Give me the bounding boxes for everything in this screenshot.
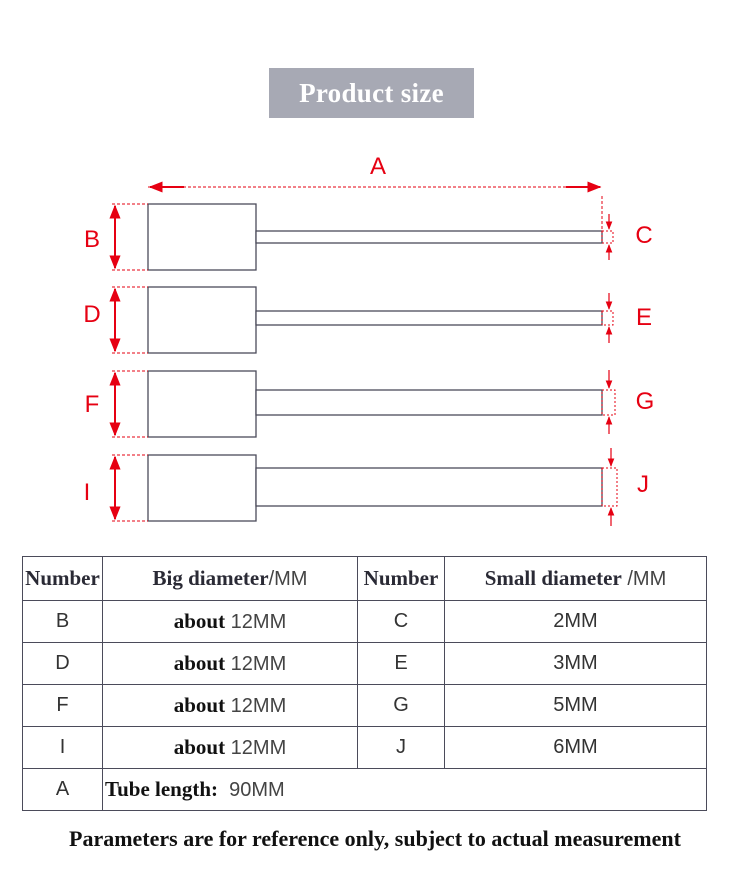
small-label-4: J (637, 471, 649, 498)
header-number: Number (22, 556, 103, 601)
tube-row-3 (109, 370, 616, 438)
tube-length-label: Tube length: (105, 777, 219, 801)
header-big-diameter: Big diameter/MM (102, 556, 358, 601)
table-row: D about 12MM E 3MM (22, 642, 707, 685)
header-big-unit: /MM (268, 568, 308, 590)
small-label-2: E (636, 304, 652, 331)
disclaimer-note: Parameters are for reference only, subje… (69, 826, 681, 851)
size-diagram: A B C D E F G (83, 153, 655, 526)
big-label-2: D (83, 301, 100, 328)
header-small-diameter: Small diameter /MM (444, 556, 707, 601)
length-label: A (370, 153, 386, 180)
table-row: I about 12MM J 6MM (22, 726, 707, 769)
header-small-unit: /MM (627, 568, 667, 590)
table-header-row: Number Big diameter/MM Number Small diam… (22, 556, 707, 601)
small-label-3: G (636, 388, 655, 415)
small-label-1: C (635, 222, 652, 249)
tube-length-value: 90MM (229, 779, 285, 801)
table-row: F about 12MM G 5MM (22, 684, 707, 727)
big-label-4: I (84, 479, 91, 506)
big-label-3: F (85, 391, 100, 418)
table-row-tube-length: A Tube length: 90MM (22, 768, 707, 811)
big-label-1: B (84, 226, 100, 253)
tube-row-1 (109, 196, 614, 271)
tube-row-2 (109, 286, 614, 354)
size-table: Number Big diameter/MM Number Small diam… (22, 556, 707, 811)
tube-row-4 (109, 448, 618, 526)
table-row: B about 12MM C 2MM (22, 600, 707, 643)
header-number-2: Number (357, 556, 445, 601)
page-title: Product size (269, 68, 474, 118)
